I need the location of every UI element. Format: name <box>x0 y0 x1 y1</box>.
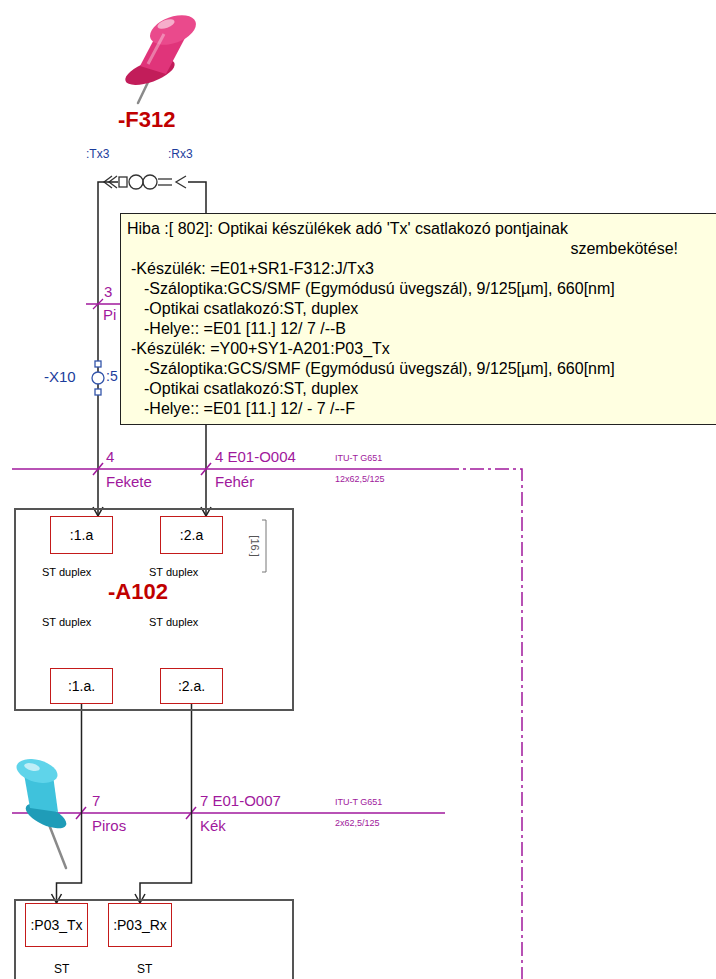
connector-type: ST duplex <box>149 566 198 578</box>
error-detail: -Száloptika:GCS/SMF (Egymódusú üvegszál)… <box>127 359 713 379</box>
cable-name: 7 E01-O007 <box>200 793 281 810</box>
error-detail: -Helye:: =E01 [11.] 12/ 7 /--B <box>127 319 713 339</box>
port-name: :1.a. <box>68 678 95 694</box>
error-detail: -Optikai csatlakozó:ST, duplex <box>127 379 713 399</box>
cable-standard: ITU-T G651 <box>335 798 382 808</box>
connector-type: ST <box>54 963 69 976</box>
reference-bracket <box>262 520 266 572</box>
terminal-name: -X10 <box>44 369 76 386</box>
cable-line <box>12 463 522 979</box>
core-number: 4 <box>106 449 114 466</box>
connector-port: :P03_Tx <box>25 903 88 947</box>
cable-type: 12x62,5/125 <box>335 475 385 485</box>
connector-port: :2.a. <box>160 668 223 704</box>
port-name: :1.a <box>70 527 93 543</box>
error-detail: -Készülék: =Y00+SY1-A201:P03_Tx <box>127 339 713 359</box>
port-name: :2.a <box>180 527 203 543</box>
terminal-symbol <box>92 361 104 395</box>
error-detail: -Optikai csatlakozó:ST, duplex <box>127 299 713 319</box>
connector-type: ST duplex <box>42 566 91 578</box>
connector-type: ST duplex <box>42 616 91 628</box>
cable-standard: ITU-T G651 <box>335 454 382 464</box>
pin-name: :Rx3 <box>168 148 193 161</box>
device-box: ST ST :P03_Tx :P03_Rx <box>14 899 294 979</box>
core-color: Fekete <box>106 474 152 491</box>
error-detail: -Készülék: =E01+SR1-F312:J/Tx3 <box>127 259 713 279</box>
page-reference: [16.] <box>249 535 261 556</box>
connector-port: :1.a <box>50 516 113 554</box>
connector-port: :2.a <box>160 516 223 554</box>
fibre-connector <box>135 704 192 903</box>
port-name: :P03_Rx <box>113 917 167 933</box>
core-color: Piros <box>92 818 126 835</box>
connector-port: :P03_Rx <box>108 903 172 947</box>
port-name: :2.a. <box>178 678 205 694</box>
error-detail: -Száloptika:GCS/SMF (Egymódusú üvegszál)… <box>127 279 713 299</box>
core-number: 7 <box>92 793 100 810</box>
connector-type: ST duplex <box>149 616 198 628</box>
cable-name: 4 E01-O004 <box>215 449 296 466</box>
pin-name: :Tx3 <box>86 148 109 161</box>
fibre-wire <box>140 704 192 903</box>
core-color: Fehér <box>215 474 254 491</box>
device-box: ST duplex ST duplex -A102 ST duplex ST duple… <box>14 508 294 711</box>
port-name: :P03_Tx <box>30 917 82 933</box>
error-tooltip: Hiba :[ 802]: Optikai készülékek adó 'Tx… <box>120 213 716 425</box>
connector-port: :1.a. <box>50 668 113 704</box>
connector-type: ST <box>137 963 152 976</box>
core-color: Pi <box>103 307 116 324</box>
core-color: Kék <box>200 818 226 835</box>
pushpin-icon <box>14 755 70 868</box>
fibre-wire <box>57 704 82 903</box>
pushpin-icon <box>122 10 200 103</box>
device-name: -A102 <box>108 580 168 604</box>
fibre-connector <box>52 704 82 903</box>
error-detail: -Helye:: =E01 [11.] 12/ - 7 /--F <box>127 399 713 419</box>
device-name: -F312 <box>118 108 175 132</box>
error-heading: Hiba :[ 802]: Optikai készülékek adó 'Tx… <box>127 219 678 259</box>
core-number: 3 <box>104 284 112 301</box>
cable-type: 2x62,5/125 <box>335 819 380 829</box>
terminal-pin: :5 <box>106 369 118 384</box>
